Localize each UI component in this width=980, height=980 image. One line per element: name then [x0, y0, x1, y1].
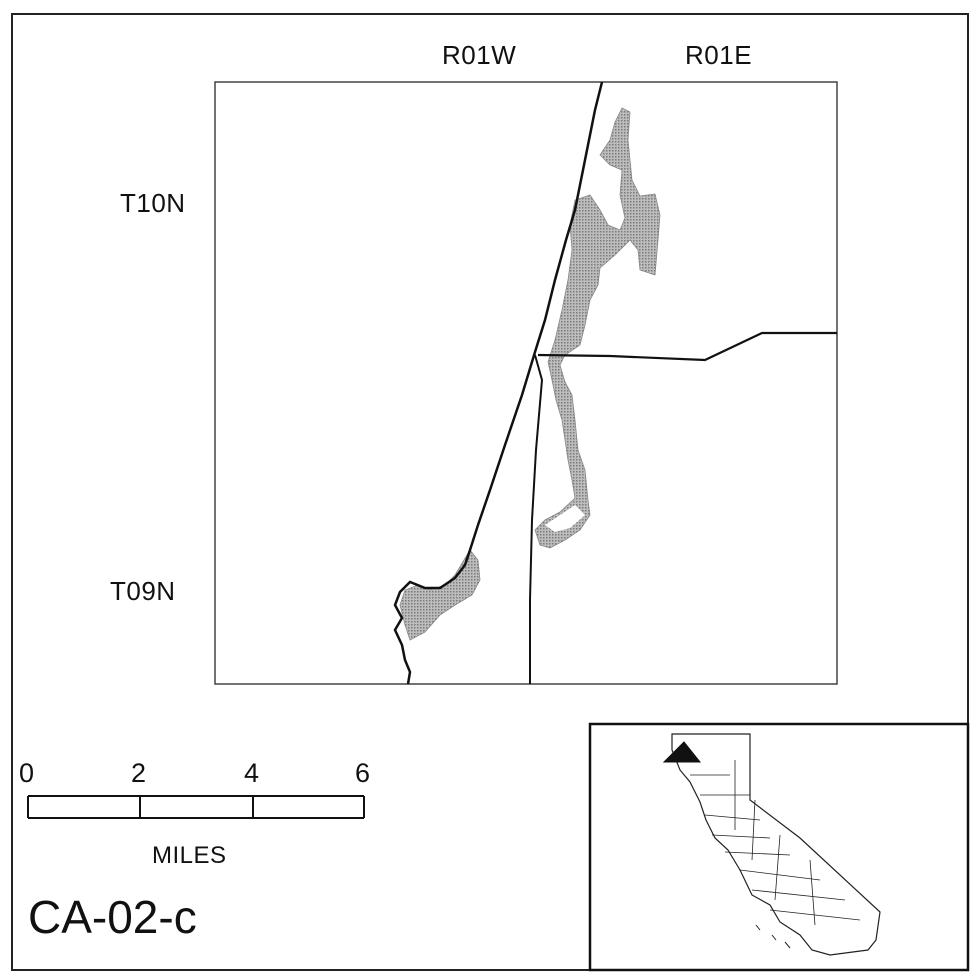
shaded-area-north	[534, 107, 661, 549]
scale-tick-2: 2	[131, 758, 147, 788]
range-label-r01w: R01W	[442, 40, 517, 70]
range-line	[529, 354, 544, 684]
coastline	[393, 81, 604, 685]
map-border	[214, 81, 838, 685]
scale-tick-0: 0	[19, 758, 35, 788]
scale-tick-4: 4	[244, 758, 260, 788]
township-label-t09n: T09N	[110, 576, 176, 606]
range-label-r01e: R01E	[685, 40, 753, 70]
california-locator-icon	[671, 733, 881, 956]
scale-unit-label: MILES	[152, 842, 227, 869]
scale-bar-graphic	[27, 795, 365, 819]
shaded-area-south	[399, 549, 481, 641]
location-marker-icon	[662, 741, 702, 763]
township-label-t10n: T10N	[120, 188, 186, 218]
map-id-label: CA-02-c	[28, 891, 197, 943]
township-line	[537, 331, 837, 362]
map-frame	[11, 13, 969, 971]
scale-tick-6: 6	[355, 758, 371, 788]
